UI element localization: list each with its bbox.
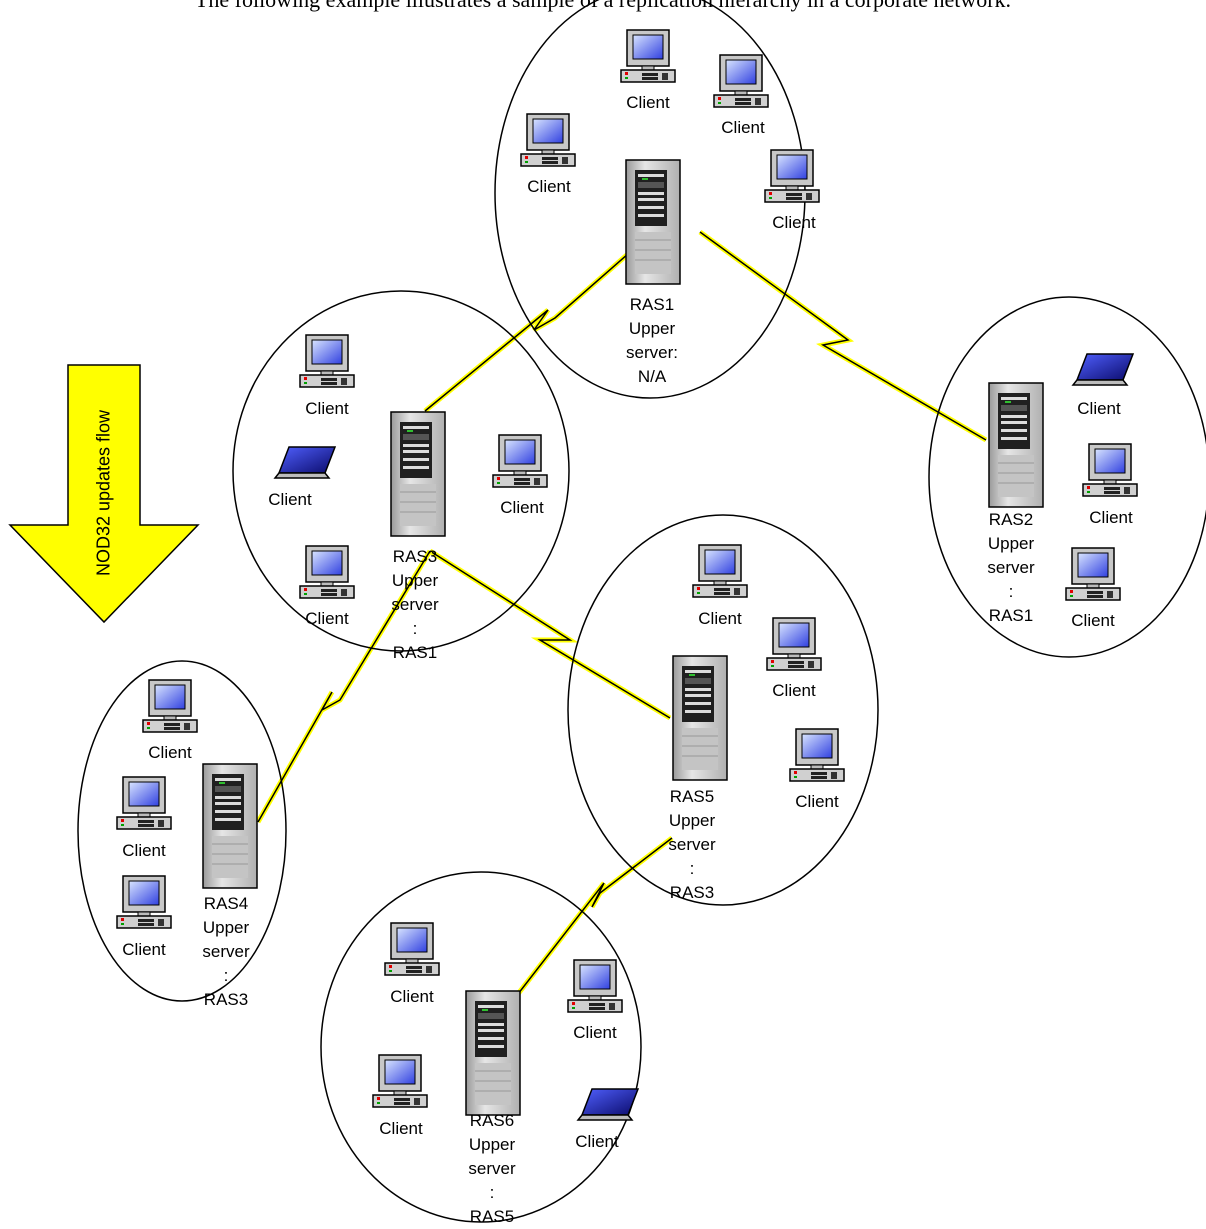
updates-flow-arrow <box>8 364 200 624</box>
server-ras1-icon <box>625 159 681 285</box>
caption: The following example illustrates a samp… <box>0 0 1206 11</box>
client-label: Client <box>772 681 816 700</box>
group-ras5 <box>567 514 879 906</box>
link-ras3-ras5 <box>428 548 672 721</box>
updates-flow-label: NOD32 updates flow <box>93 409 114 577</box>
server-ras4-icon <box>202 763 258 889</box>
client-label: Client <box>500 498 544 517</box>
group-ras6 <box>320 871 642 1223</box>
client-label: Client <box>721 118 765 137</box>
client-label: Client <box>1071 611 1115 630</box>
client-desktop-icon <box>766 617 822 671</box>
server-ras6-icon <box>465 990 521 1116</box>
client-label: Client <box>390 987 434 1006</box>
client-desktop-icon <box>1082 443 1138 497</box>
client-desktop-icon <box>299 334 355 388</box>
client-desktop-icon <box>567 959 623 1013</box>
server-ras5-icon <box>672 655 728 781</box>
client-desktop-icon <box>116 776 172 830</box>
client-desktop-icon <box>372 1054 428 1108</box>
client-label: Client <box>148 743 192 762</box>
client-desktop-icon <box>620 29 676 83</box>
client-label: Client <box>305 609 349 628</box>
client-label: Client <box>772 213 816 232</box>
client-desktop-icon <box>692 544 748 598</box>
client-label: Client <box>379 1119 423 1138</box>
client-label: Client <box>575 1132 619 1151</box>
server-ras2-icon <box>988 382 1044 508</box>
client-desktop-icon <box>142 679 198 733</box>
client-label: Client <box>268 490 312 509</box>
client-label: Client <box>573 1023 617 1042</box>
client-label: Client <box>698 609 742 628</box>
client-desktop-icon <box>299 545 355 599</box>
client-label: Client <box>122 841 166 860</box>
client-desktop-icon <box>384 922 440 976</box>
client-label: Client <box>1089 508 1133 527</box>
group-ras4 <box>77 660 287 1002</box>
client-laptop-icon <box>274 446 336 479</box>
link-ras1-ras3 <box>423 230 655 413</box>
client-desktop-icon <box>520 113 576 167</box>
server-ras3-icon <box>390 411 446 537</box>
client-laptop-icon <box>577 1088 639 1121</box>
client-label: Client <box>527 177 571 196</box>
group-ras3 <box>232 290 570 652</box>
client-desktop-icon <box>492 434 548 488</box>
client-desktop-icon <box>1065 547 1121 601</box>
client-laptop-icon <box>1072 353 1134 386</box>
client-label: Client <box>795 792 839 811</box>
client-desktop-icon <box>116 875 172 929</box>
links <box>255 229 988 1014</box>
client-desktop-icon <box>789 728 845 782</box>
client-label: Client <box>122 940 166 959</box>
client-label: Client <box>1077 399 1121 418</box>
group-ras2 <box>928 296 1206 658</box>
client-desktop-icon <box>764 149 820 203</box>
client-label: Client <box>305 399 349 418</box>
client-label: Client <box>626 93 670 112</box>
client-desktop-icon <box>713 54 769 108</box>
